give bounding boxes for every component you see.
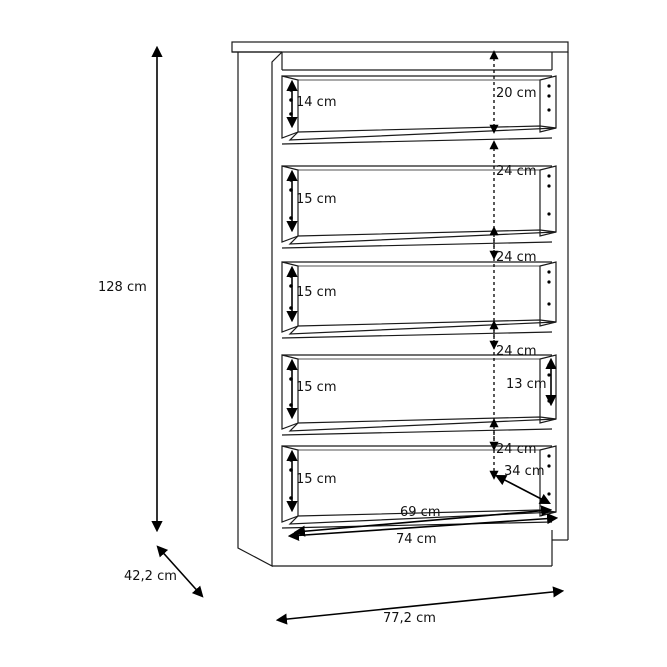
drawer-inner-height-label: 15 cm [296,285,337,300]
drawer-depth-label: 34 cm [504,464,545,479]
width-dimension: 77,2 cm [275,586,565,626]
drawer-1: 14 cm 20 cm [281,50,557,145]
drawer-inner-height-label: 15 cm [296,472,337,487]
drawer-side-height-label: 13 cm [506,377,547,392]
screw-hole [547,184,551,188]
drawer-stack: 14 cm 20 cm 15 cm 24 cm 15 cm 24 cm 15 cm 24 cm… [281,50,557,529]
drawer-base [288,416,557,432]
drawer-base [288,229,557,245]
depth-total-label: 42,2 cm [124,569,177,584]
drawer-inner-height-label: 14 cm [296,95,337,110]
drawer-3: 15 cm 24 cm [281,226,557,350]
drawer-4: 15 cm 24 cm [281,320,557,451]
screw-hole [547,280,551,284]
drawer-clearance-label: 24 cm [496,250,537,265]
screw-hole [547,363,551,367]
drawer-inner-width-label: 69 cm [400,505,441,520]
screw-hole [547,302,551,306]
cabinet-top [231,41,569,53]
screw-hole [547,94,551,98]
drawer-width-dimensions: 69 cm 74 cm [287,505,559,547]
drawer-clearance-label: 20 cm [496,86,537,101]
screw-hole [547,84,551,88]
drawer-side-height-dimension: 13 cm [506,357,557,407]
drawer-inner-height-label: 15 cm [296,380,337,395]
drawer-base [288,319,557,335]
drawer-clearance-label: 24 cm [496,164,537,179]
drawer-depth-dimension: 34 cm [495,464,551,505]
screw-hole [547,373,551,377]
screw-hole [547,492,551,496]
width-total-label: 77,2 cm [383,611,436,626]
screw-hole [547,212,551,216]
screw-hole [547,270,551,274]
height-dimension: 128 cm [98,45,163,533]
drawer-2: 15 cm 24 cm [281,140,557,260]
screw-hole [547,174,551,178]
drawer-clearance-label: 24 cm [496,442,537,457]
cabinet-side-panel [237,51,283,567]
depth-dimension: 42,2 cm [124,545,204,598]
screw-hole [547,108,551,112]
height-total-label: 128 cm [98,280,147,295]
drawer-outer-width-label: 74 cm [396,532,437,547]
drawer-clearance-label: 24 cm [496,344,537,359]
screw-hole [547,464,551,468]
drawer-base [288,125,557,141]
screw-hole [547,454,551,458]
drawer-inner-height-label: 15 cm [296,192,337,207]
screw-hole [547,399,551,403]
